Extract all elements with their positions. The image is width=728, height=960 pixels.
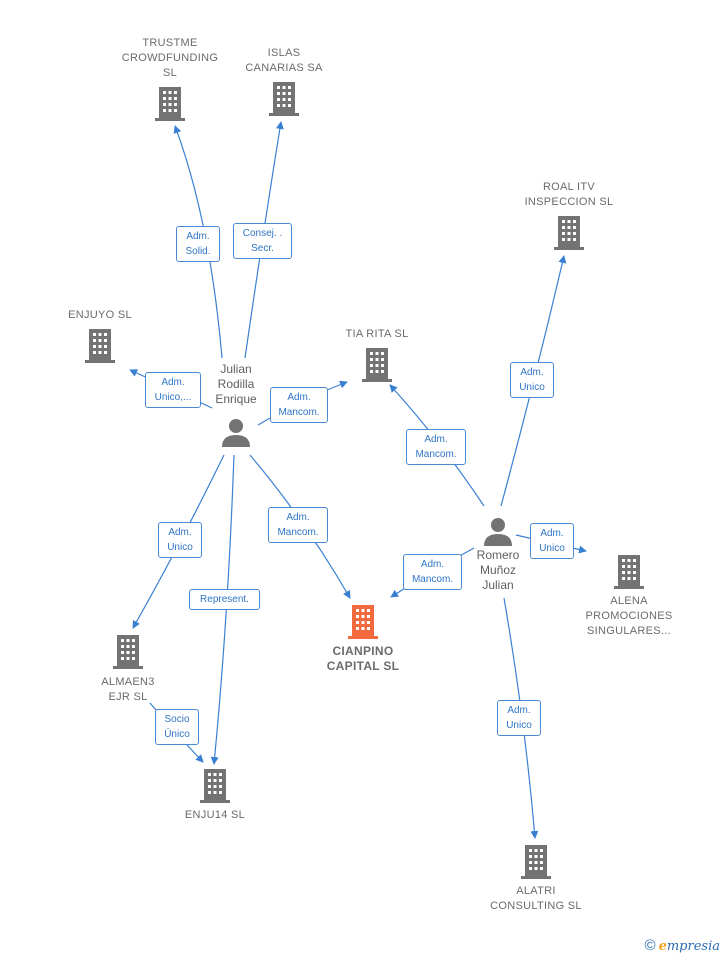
node-tiarita[interactable]: TIA RITA SL [327, 327, 427, 383]
node-label: TIA RITA SL [345, 328, 409, 340]
node-enjuyo[interactable]: ENJUYO SL [50, 308, 150, 364]
building-icon [85, 329, 115, 363]
node-label: CIANPINO CAPITAL SL [326, 644, 400, 673]
building-icon [269, 82, 299, 116]
role-romero-cianpino[interactable]: Adm. Mancom. [403, 554, 462, 590]
copyright-icon: © [644, 937, 656, 954]
node-label: TRUSTME CROWDFUNDING SL [121, 37, 219, 79]
building-icon [200, 769, 230, 803]
role-romero-roal[interactable]: Adm. Unico [510, 362, 554, 398]
role-julian-trustme[interactable]: Adm. Solid. [176, 226, 220, 262]
building-icon [362, 348, 392, 382]
empresia-watermark: ©empresia [645, 937, 720, 954]
building-icon [554, 216, 584, 250]
brand-logo-e: e [658, 939, 667, 954]
role-julian-cianpino[interactable]: Adm. Mancom. [268, 507, 328, 543]
node-label: ALATRI CONSULTING SL [490, 885, 582, 912]
node-islas[interactable]: ISLAS CANARIAS SA [233, 46, 335, 117]
node-cianpino[interactable]: CIANPINO CAPITAL SL [311, 604, 415, 674]
person-icon [222, 419, 250, 447]
edge-julian-enju14 [210, 454, 235, 765]
node-alena[interactable]: ALENA PROMOCIONES SINGULARES... [570, 554, 688, 639]
building-icon [348, 605, 378, 639]
node-label: ISLAS CANARIAS SA [245, 47, 323, 74]
node-trustme[interactable]: TRUSTME CROWDFUNDING SL [112, 36, 228, 122]
node-julian[interactable]: Julian Rodilla Enrique [200, 362, 272, 447]
role-julian-tiarita[interactable]: Adm. Mancom. [270, 387, 328, 423]
brand-logo-text: mpresia [666, 939, 720, 954]
node-enju14[interactable]: ENJU14 SL [165, 768, 265, 823]
node-label: ENJU14 SL [184, 809, 246, 821]
node-almaen3[interactable]: ALMAEN3 EJR SL [78, 634, 178, 705]
node-romero[interactable]: Romero Muñoz Julian [462, 516, 534, 593]
node-label: ALENA PROMOCIONES SINGULARES... [585, 595, 673, 637]
role-julian-enju14[interactable]: Represent. [189, 589, 260, 610]
building-icon [521, 845, 551, 879]
node-roal[interactable]: ROAL ITV INSPECCION SL [510, 180, 628, 251]
role-julian-enjuyo[interactable]: Adm. Unico,... [145, 372, 201, 408]
node-label: ROAL ITV INSPECCION SL [524, 181, 614, 208]
node-alatri[interactable]: ALATRI CONSULTING SL [476, 844, 596, 914]
building-icon [113, 635, 143, 669]
role-romero-tiarita[interactable]: Adm. Mancom. [406, 429, 466, 465]
person-icon [484, 518, 512, 546]
building-icon [155, 87, 185, 121]
role-romero-alatri[interactable]: Adm. Unico [497, 700, 541, 736]
node-label: ALMAEN3 EJR SL [101, 676, 155, 703]
node-label: ENJUYO SL [68, 309, 132, 321]
role-julian-islas[interactable]: Consej. . Secr. [233, 223, 292, 259]
node-label: Julian Rodilla Enrique [215, 362, 257, 406]
node-label: Romero Muñoz Julian [476, 548, 520, 592]
role-julian-almaen3[interactable]: Adm. Unico [158, 522, 202, 558]
role-almaen3-enju14[interactable]: Socio Único [155, 709, 199, 745]
building-icon [614, 555, 644, 589]
role-romero-alena[interactable]: Adm. Unico [530, 523, 574, 559]
